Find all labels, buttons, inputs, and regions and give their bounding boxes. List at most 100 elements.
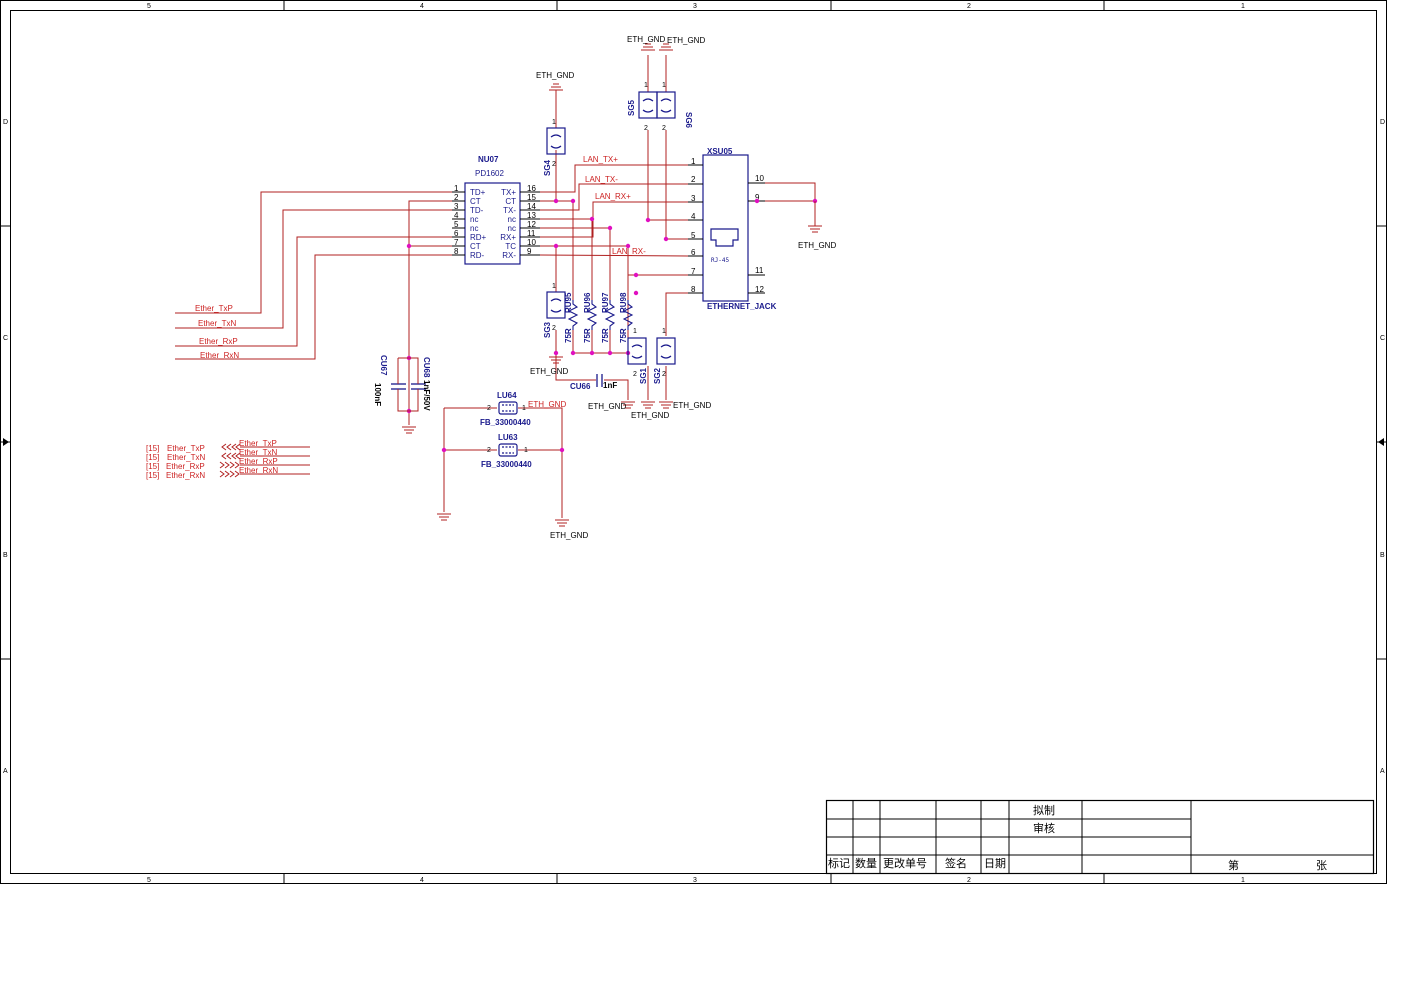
lu63-pin2: 2 (487, 447, 491, 454)
nu07-pin-name-6: RD+ (470, 233, 487, 242)
capacitor-icon (391, 383, 406, 390)
ground-icon (808, 201, 822, 233)
col-label-bottom-5: 5 (147, 877, 151, 884)
sg2-pin1: 1 (662, 328, 666, 335)
gnd-label-sg5: ETH_GND (627, 35, 665, 44)
nu07-pin-num-5: 5 (454, 220, 459, 229)
ground-icon (402, 426, 416, 434)
offpage-net-txn: Ether_TxN (239, 448, 277, 457)
row-label-right-d: D (1380, 119, 1385, 126)
cu67-value: 100nF (373, 383, 382, 406)
sg3-pin1: 1 (552, 283, 556, 290)
title-block: 拟制 审核 标记 数量 更改单号 签名 日期 第 张 (825, 799, 1375, 875)
cu68-value: 1nF/50V (422, 380, 431, 411)
col-label-bottom-3: 3 (693, 877, 697, 884)
resistor-icon (604, 300, 616, 330)
sg6-pin2: 2 (662, 125, 666, 132)
nu07-pin-num-1: 1 (454, 184, 459, 193)
net-label-eth-gnd-ferrite: ETH_GND (528, 400, 566, 409)
frame-zone-ticks (0, 0, 1387, 884)
nu07-pin-num-8: 8 (454, 247, 459, 256)
net-label-lan-tx-n: LAN_TX- (585, 175, 618, 184)
offpage-net-txp: Ether_TxP (239, 439, 277, 448)
sg1-pin2: 2 (633, 371, 637, 378)
row-label-left-d: D (3, 119, 8, 126)
nu07-pin-num-2: 2 (454, 193, 459, 202)
sg5-ref: SG5 (627, 99, 636, 116)
nu07-pin-name-10: TC (505, 242, 516, 251)
offpage-port-txp[interactable]: Ether_TxP (167, 444, 205, 453)
xsu05-pin-num-8: 8 (691, 285, 696, 294)
xsu05-part: ETHERNET_JACK (707, 302, 777, 311)
offpage-sheet-4: [15] (146, 471, 159, 480)
frame-arrow-right-icon (1378, 438, 1384, 446)
lu63-ref: LU63 (498, 433, 518, 442)
nu07-body (464, 182, 521, 265)
ru97-value: 75R (601, 328, 610, 343)
offpage-port-txn[interactable]: Ether_TxN (167, 453, 205, 462)
col-label-bottom-1: 1 (1241, 877, 1245, 884)
row-label-right-b: B (1380, 552, 1385, 559)
net-label-ether-txn: Ether_TxN (198, 319, 236, 328)
net-label-ether-rxn: Ether_RxN (200, 351, 239, 360)
xsu05-pin-num-3: 3 (691, 194, 696, 203)
net-label-ether-txp: Ether_TxP (195, 304, 233, 313)
nu07-pin-name-11: RX+ (500, 233, 516, 242)
nu07-symbol[interactable]: NU07 PD1602 TD+ CT TD- nc nc RD+ CT RD- … (452, 155, 540, 265)
sg2-ref: SG2 (653, 367, 662, 384)
offpage-arrow-icon (219, 470, 225, 478)
xsu05-pin-num-5: 5 (691, 231, 696, 240)
xsu05-pin-num-6: 6 (691, 248, 696, 257)
xsu05-ref: XSU05 (707, 147, 733, 156)
spark-gap-icon (638, 91, 658, 119)
gnd-label-sg3: ETH_GND (530, 367, 568, 376)
ru98-value: 75R (619, 328, 628, 343)
nu07-pin-num-4: 4 (454, 211, 459, 220)
row-label-left-a: A (3, 768, 8, 775)
tb-sheet-prefix: 第 (1228, 858, 1239, 872)
nu07-pin-num-3: 3 (454, 202, 459, 211)
nu07-pin-name-12: nc (508, 224, 516, 233)
xsu05-symbol[interactable]: XSU05 ETHERNET_JACK RJ-45 1 2 3 4 5 6 7 … (688, 147, 777, 311)
cu67-ref: CU67 (379, 355, 388, 376)
sg1-pin1: 1 (633, 328, 637, 335)
nu07-pin-name-14: TX- (503, 206, 516, 215)
sg4-pin2: 2 (552, 161, 556, 168)
xsu05-pin-num-11: 11 (755, 266, 764, 275)
ru97-ref: RU97 (601, 292, 610, 313)
tb-change-label: 更改单号 (883, 856, 927, 870)
lu63-part: FB_33000440 (481, 460, 532, 469)
ru95-ref: RU95 (564, 292, 573, 313)
col-label-top-3: 3 (693, 3, 697, 10)
nu07-part: PD1602 (475, 169, 504, 178)
ground-symbols (402, 43, 822, 527)
nu07-pin-num-6: 6 (454, 229, 459, 238)
xsu05-pin-num-12: 12 (755, 285, 764, 294)
ground-icon (437, 513, 451, 521)
ru95-value: 75R (564, 328, 573, 343)
ground-icon (549, 83, 563, 91)
offpage-sheet-1: [15] (146, 444, 159, 453)
offpage-net-rxp: Ether_RxP (239, 457, 278, 466)
frame-outer (0, 0, 1387, 884)
cu66-value: 1nF (603, 381, 617, 390)
nu07-pin-num-11: 11 (527, 229, 536, 238)
lu64-pin1: 1 (522, 405, 526, 412)
offpage-port-rxp[interactable]: Ether_RxP (166, 462, 205, 471)
resistor-icon (622, 300, 634, 330)
ferrite-bead-icon (498, 443, 518, 457)
offpage-port-rxn[interactable]: Ether_RxN (166, 471, 205, 480)
col-label-top-5: 5 (147, 3, 151, 10)
col-label-top-4: 4 (420, 3, 424, 10)
nu07-pin-name-16: TX+ (501, 188, 516, 197)
xsu05-pin-num-4: 4 (691, 212, 696, 221)
ground-icon (549, 356, 563, 364)
spark-gap-symbols (546, 91, 676, 365)
ru96-ref: RU96 (583, 292, 592, 313)
sg4-ref: SG4 (543, 159, 552, 176)
nu07-pin-name-5: nc (470, 224, 478, 233)
sg5-pin2: 2 (644, 125, 648, 132)
sg2-pin2: 2 (662, 371, 666, 378)
col-label-bottom-2: 2 (967, 877, 971, 884)
ferrite-bead-icon (498, 401, 518, 415)
